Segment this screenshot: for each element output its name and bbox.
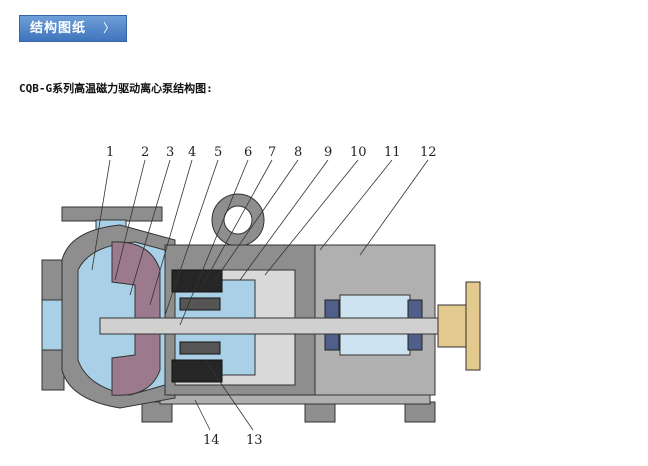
- callout-10: 10: [350, 145, 367, 160]
- diagram-caption: CQB-G系列高温磁力驱动离心泵结构图:: [19, 82, 213, 95]
- callout-1: 1: [106, 145, 114, 160]
- callout-4: 4: [188, 145, 196, 160]
- leader-line-3: [129, 159, 171, 296]
- leader-line-9: [239, 159, 329, 281]
- leader-line-2: [114, 159, 146, 281]
- callout-13: 13: [246, 433, 263, 448]
- leader-line-10: [264, 159, 359, 276]
- leader-line-4: [149, 159, 193, 306]
- outer-magnet-bottom: [171, 359, 223, 383]
- leader-line-7: [199, 159, 273, 291]
- section-tab-structure-drawing[interactable]: 结构图纸 〉: [19, 15, 127, 42]
- pump-foot-left: [141, 401, 173, 423]
- inner-magnet-bottom: [179, 341, 221, 355]
- callout-12: 12: [420, 145, 437, 160]
- callout-6: 6: [244, 145, 252, 160]
- leader-line-13: [204, 359, 254, 431]
- outlet-flange: [61, 206, 163, 222]
- callout-9: 9: [324, 145, 332, 160]
- leader-line-12: [359, 159, 429, 256]
- pump-foot-mid: [304, 401, 336, 423]
- pump-structure-diagram: 1 2 3 4 5 6 7 8 9 10 11 12 13 14: [41, 145, 481, 448]
- leader-line-14: [194, 399, 211, 431]
- outer-magnet-top: [171, 269, 223, 293]
- leader-line-6: [179, 159, 249, 326]
- callout-8: 8: [294, 145, 302, 160]
- leader-line-8: [214, 159, 299, 281]
- coupling-flange: [465, 281, 481, 371]
- callout-11: 11: [384, 145, 401, 160]
- inner-magnet-top: [179, 297, 221, 311]
- callout-14: 14: [203, 433, 220, 448]
- chevron-right-icon: 〉: [102, 21, 116, 35]
- section-tab-label: 结构图纸: [30, 21, 87, 36]
- callout-2: 2: [141, 145, 149, 160]
- pump-foot-right: [404, 401, 436, 423]
- leader-line-11: [319, 159, 393, 251]
- coupling: [437, 304, 469, 348]
- lifting-eye-hole: [223, 205, 253, 235]
- leader-line-1: [91, 159, 111, 271]
- leader-line-5: [164, 159, 219, 316]
- callout-5: 5: [214, 145, 222, 160]
- drive-shaft: [99, 317, 446, 335]
- callout-7: 7: [268, 145, 276, 160]
- callout-3: 3: [166, 145, 174, 160]
